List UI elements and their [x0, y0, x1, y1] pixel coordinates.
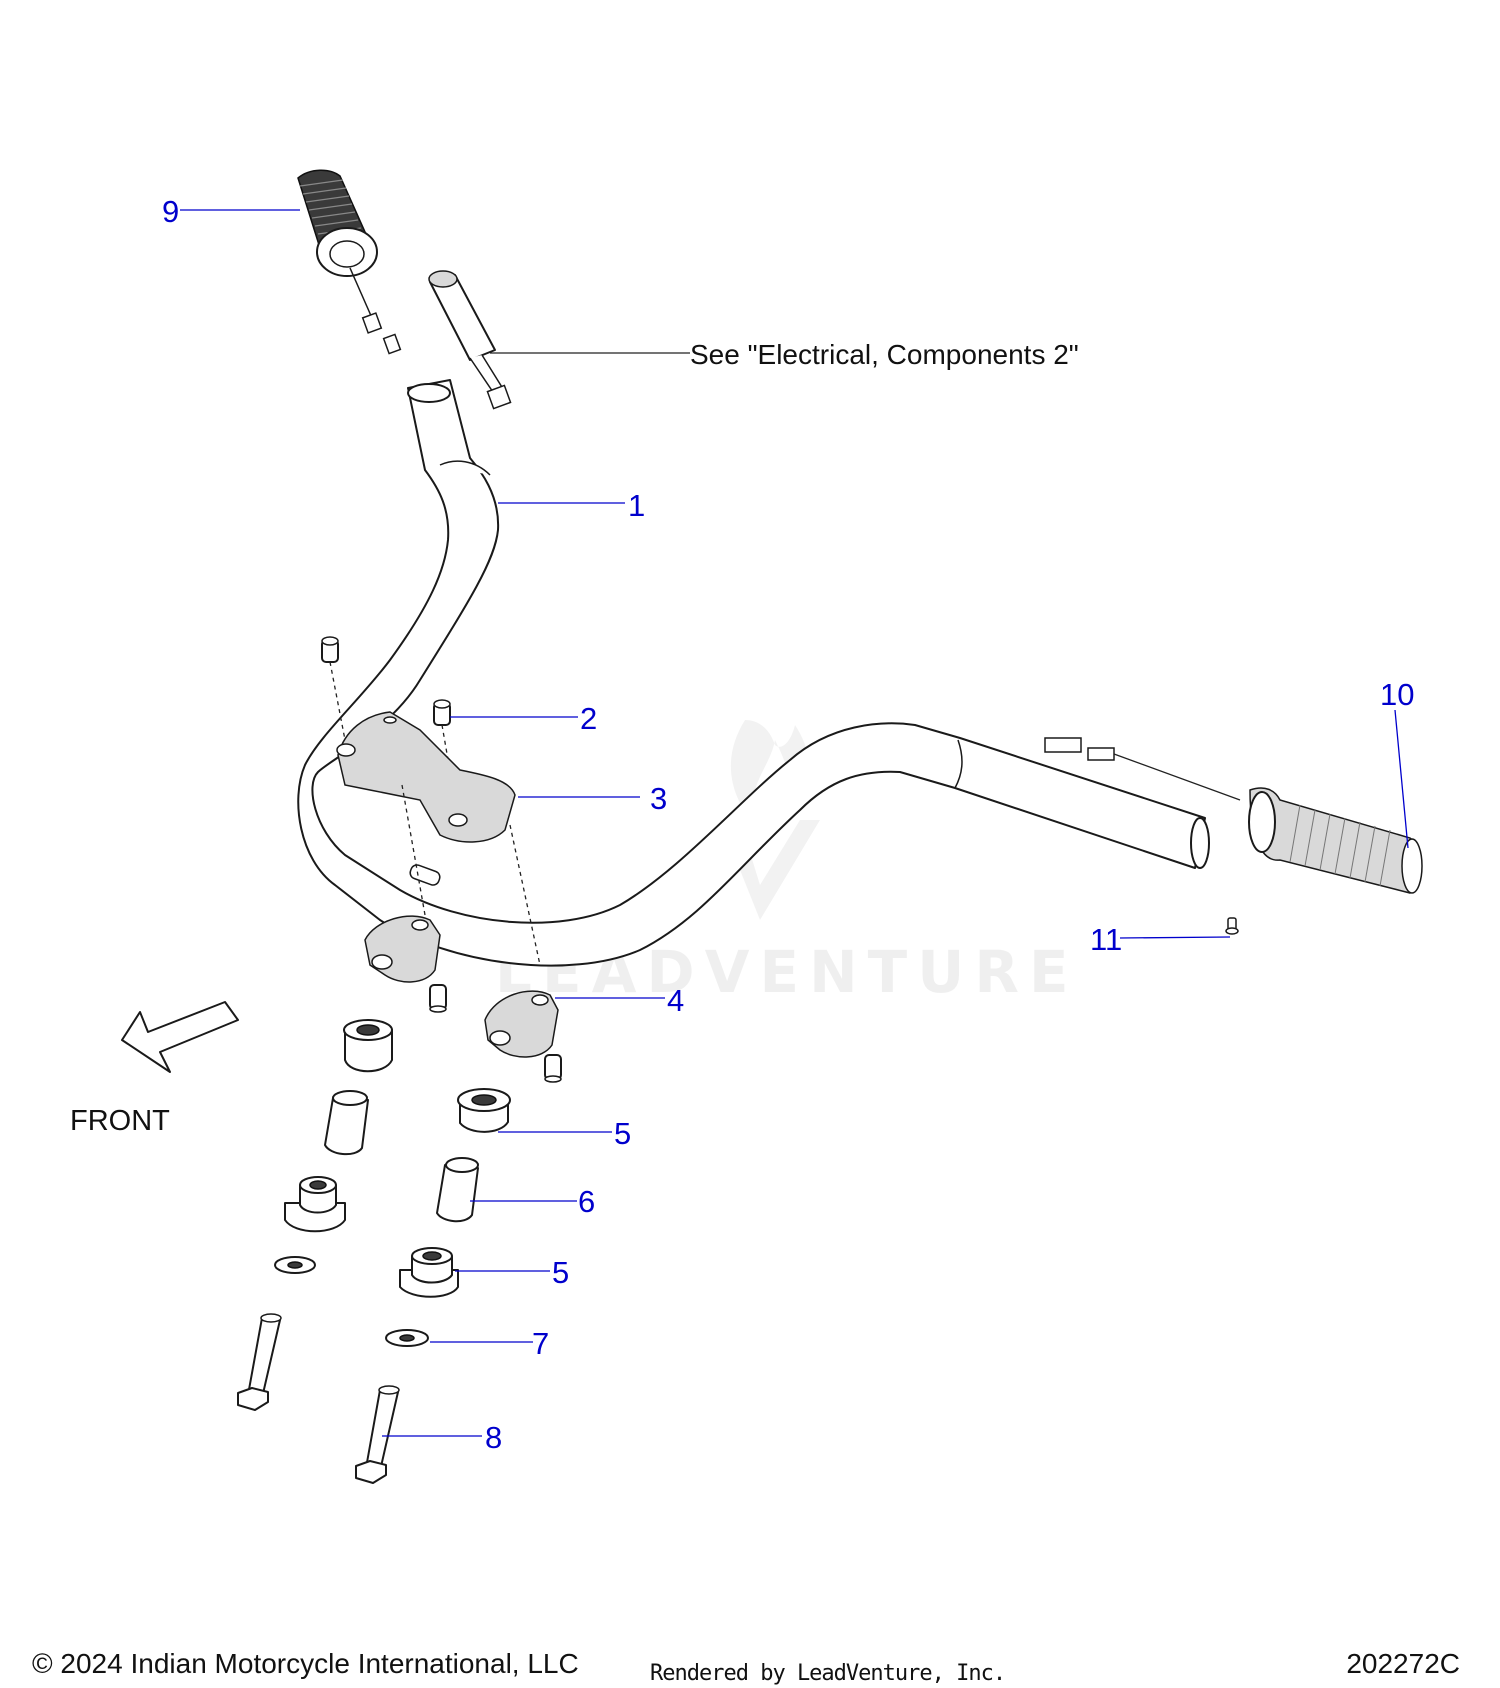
top-clamp [336, 711, 516, 843]
front-label: FRONT [70, 1105, 170, 1137]
left-bushing-stack [237, 1019, 393, 1411]
callout-9: 9 [162, 194, 179, 229]
callout-6: 6 [578, 1184, 595, 1219]
handlebar [297, 379, 1210, 967]
callout-2: 2 [580, 701, 597, 736]
clamp-bolts [321, 636, 456, 801]
callout-10: 10 [1380, 677, 1414, 712]
front-direction-arrow [121, 1001, 239, 1073]
right-grip [1044, 737, 1423, 894]
leader-lines [180, 209, 1409, 1437]
throttle-sleeve [428, 270, 512, 410]
callout-8: 8 [485, 1420, 502, 1455]
reference-note: See "Electrical, Components 2" [690, 339, 1079, 370]
copyright-text: © 2024 Indian Motorcycle International, … [32, 1648, 579, 1679]
callout-1: 1 [628, 488, 645, 523]
callout-5-lower: 5 [552, 1255, 569, 1290]
end-screw [1225, 917, 1239, 935]
callout-4: 4 [667, 983, 684, 1018]
rendered-by-text: Rendered by LeadVenture, Inc. [650, 1661, 1006, 1686]
callout-5-upper: 5 [614, 1116, 631, 1151]
drawing-number: 202272C [1346, 1648, 1460, 1679]
right-bushing-stack [355, 1088, 511, 1484]
callout-3: 3 [650, 781, 667, 816]
lower-risers [364, 784, 562, 1083]
callout-7: 7 [532, 1326, 549, 1361]
callout-11: 11 [1090, 922, 1122, 957]
left-grip [297, 169, 402, 355]
